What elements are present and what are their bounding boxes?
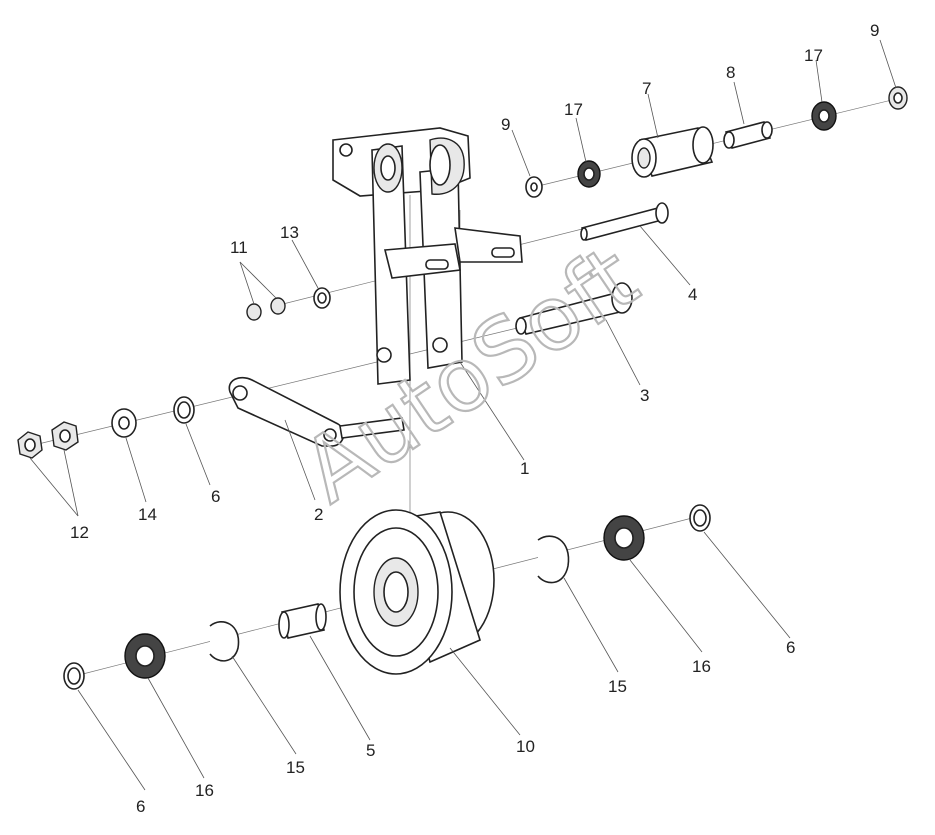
callout-1: 1: [520, 459, 529, 478]
callout-6-lower: 6: [136, 797, 145, 816]
callout-6-right: 6: [786, 638, 795, 657]
callout-labels: 1 2 3 4 5 6 6 6 7 8 9 9 10 11 12 13 14 1…: [70, 21, 879, 816]
bushing-part-7: [631, 126, 714, 178]
callout-10: 10: [516, 737, 535, 756]
callout-3: 3: [640, 386, 649, 405]
callout-6-upper: 6: [211, 487, 220, 506]
callout-15-right: 15: [608, 677, 627, 696]
lever-part-2: [228, 376, 405, 447]
callout-8: 8: [726, 63, 735, 82]
bracket-part-1: [332, 127, 523, 385]
leader-lines: [29, 39, 897, 791]
callout-16-left: 16: [195, 781, 214, 800]
watermark-logo: AutoSoft: [284, 226, 655, 523]
callout-9-right: 9: [870, 21, 879, 40]
shaft-part-3: [515, 282, 633, 335]
callout-17-right: 17: [804, 46, 823, 65]
callout-11: 11: [230, 238, 248, 257]
lower-hardware: [63, 504, 711, 690]
callout-15-left: 15: [286, 758, 305, 777]
callout-7: 7: [642, 79, 651, 98]
callout-16-right: 16: [692, 657, 711, 676]
bolt-part-4: [580, 202, 669, 241]
callout-14: 14: [138, 505, 157, 524]
pin-part-8: [723, 121, 773, 149]
callout-12: 12: [70, 523, 89, 542]
pulley-part-10: [339, 509, 495, 675]
callout-5: 5: [366, 741, 375, 760]
callout-4: 4: [688, 285, 697, 304]
callout-17-left: 17: [564, 100, 583, 119]
small-hardware: [17, 86, 908, 459]
callout-9-left: 9: [501, 115, 510, 134]
callout-2: 2: [314, 505, 323, 524]
callout-13: 13: [280, 223, 299, 242]
